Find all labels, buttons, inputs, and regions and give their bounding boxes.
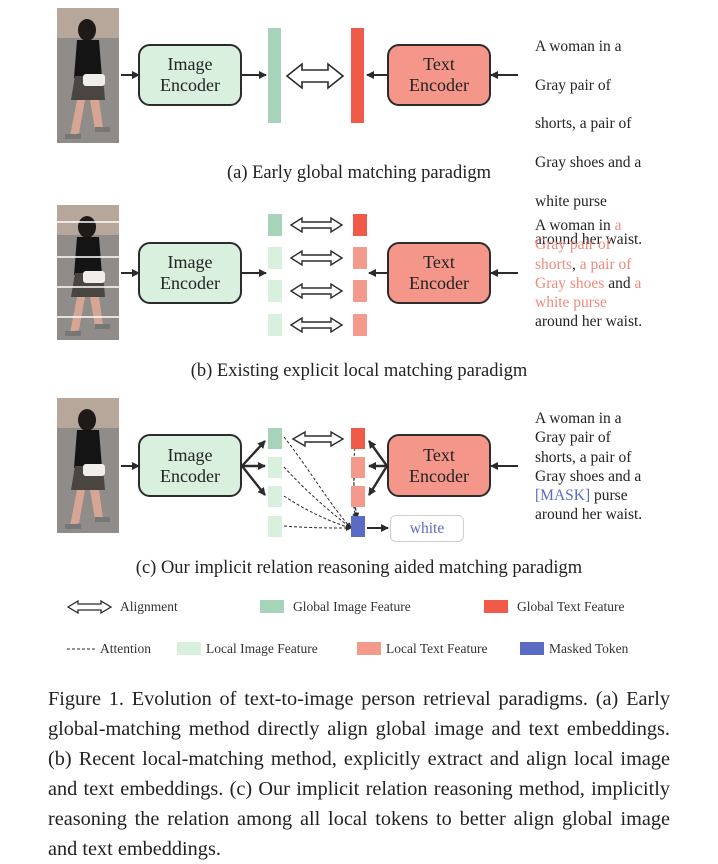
local-image-feature [268,486,282,507]
description-line: shorts, a pair of [535,115,632,133]
alignment-double-arrow [291,430,345,448]
description-line: around her waist. [535,506,643,524]
highlighted-phrase: white purse [535,294,607,312]
legend-local-text-label: Local Text Feature [386,641,488,656]
legend-global-text-swatch [484,600,508,613]
panel-b-graphics [57,205,518,340]
local-text-feature [353,247,367,269]
legend-icons [66,599,113,650]
local-image-feature [268,247,282,269]
highlighted-phrase: shorts [535,255,573,273]
text-encoder-c: Text Encoder [387,434,491,497]
highlighted-phrase: a [614,217,622,234]
legend-global-text-label: Global Text Feature [517,599,625,614]
description-line: Gray pair of [535,429,611,447]
text-encoder-label: Text Encoder [409,54,469,95]
person-photo-b [57,205,119,340]
masked-token [351,516,365,537]
local-image-feature [268,280,282,302]
local-image-feature [268,457,282,478]
local-text-feature [351,486,365,507]
panel-c-graphics [57,398,518,537]
text-encoder-b: Text Encoder [387,242,491,304]
description-text: around her waist. [535,313,643,331]
mask-token-text: [MASK] [535,487,591,505]
alignment-double-arrow [289,216,344,234]
image-encoder-a: Image Encoder [138,44,242,106]
description-line: Gray shoes and a [535,467,642,485]
description-line: Gray shoes and a [535,154,642,172]
person-photo-c [57,398,119,533]
image-encoder-label: Image Encoder [160,444,220,486]
subtitle-a: (a) Early global matching paradigm [226,163,492,183]
image-encoder-c: Image Encoder [138,434,242,497]
legend-masked-token-label: Masked Token [549,641,629,656]
description-text: and [604,274,635,292]
legend-attention-label: Attention [100,641,151,656]
legend-alignment-icon [66,599,113,615]
description-text: A woman in [535,217,615,234]
alignment-double-arrow [289,316,344,334]
image-encoder-label: Image Encoder [160,252,220,293]
global-image-feature [268,214,282,236]
panel-a-graphics [57,8,518,143]
highlighted-phrase: Gray pair of [535,236,611,254]
description-line: white purse [535,192,607,210]
description-line: around her waist. [535,231,643,249]
subtitle-b: (b) Existing explicit local matching par… [190,361,528,381]
text-description-b: A woman in a Gray pair of shorts, a pair… [535,216,642,332]
text-description-a: A woman in a Gray pair of shorts, a pair… [535,18,642,269]
description-line: shorts, a pair of [535,448,632,466]
local-text-feature [351,457,365,478]
subtitle-c: (c) Our implicit relation reasoning aide… [135,558,583,578]
attention-lines [283,436,360,531]
legend-local-image-label: Local Image Feature [206,641,318,656]
highlighted-phrase: a pair of [579,255,632,273]
legend-global-image-swatch [260,600,284,613]
description-text: purse [590,487,628,505]
legend-masked-token-swatch [520,642,544,655]
alignment-double-arrow [285,62,345,90]
text-encoder-label: Text Encoder [409,252,469,293]
description-line: Gray pair of [535,76,611,94]
local-image-feature [268,314,282,336]
description-text: , [572,255,580,273]
text-encoder-a: Text Encoder [387,44,491,106]
text-encoder-label: Text Encoder [409,444,469,486]
description-line: A woman in a [535,410,622,427]
legend-local-image-swatch [177,642,201,655]
legend-global-image-label: Global Image Feature [293,599,411,614]
global-image-feature [268,428,282,449]
arrow-text-encoder-to-local-text [367,465,389,496]
figure-caption: Figure 1. Evolution of text-to-image per… [48,688,670,860]
local-image-feature [268,516,282,537]
global-text-feature-bar [351,28,364,123]
alignment-double-arrow [289,282,344,300]
description-line: A woman in a [535,38,622,56]
arrow-encoder-to-local-image [241,465,266,496]
alignment-double-arrow [289,249,344,267]
image-encoder-b: Image Encoder [138,242,242,304]
global-image-feature-bar [268,28,281,123]
predicted-word: white [409,519,445,537]
global-text-feature [353,214,367,236]
text-description-c: A woman in a Gray pair of shorts, a pair… [535,409,642,525]
highlighted-phrase: a [634,274,642,292]
arrow-encoder-to-global-image [241,440,266,467]
highlighted-phrase: Gray shoes [535,274,605,292]
legend-local-text-swatch [357,642,381,655]
image-encoder-label: Image Encoder [160,54,220,95]
local-text-feature [353,280,367,302]
local-text-feature [353,314,367,336]
legend-alignment-label: Alignment [120,599,178,614]
global-text-feature [351,428,365,449]
predicted-word-box: white [390,515,464,542]
arrow-text-encoder-to-global-text [368,440,388,467]
person-photo-a [57,8,119,143]
